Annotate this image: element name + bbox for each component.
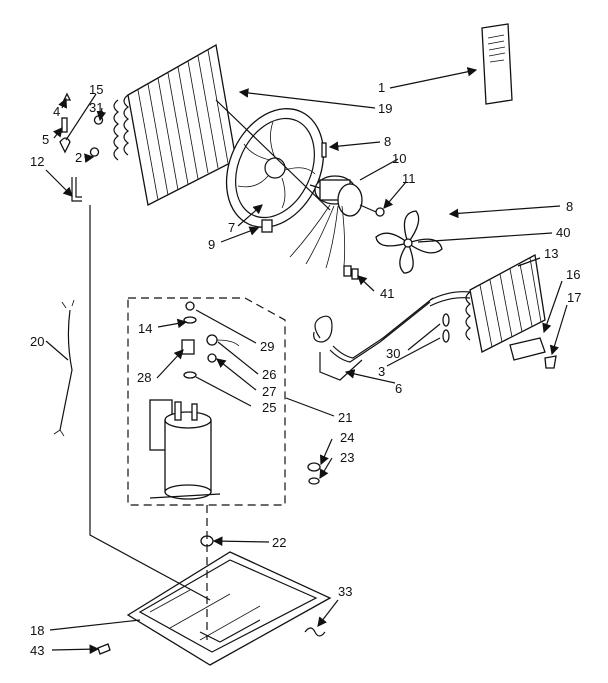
- label-28: 28: [137, 370, 151, 385]
- ring-30: [442, 313, 450, 327]
- label-11: 11: [402, 171, 416, 186]
- label-5: 5: [42, 132, 49, 147]
- label-15: 15: [89, 82, 103, 97]
- label-10: 10: [392, 151, 406, 166]
- motor-nut: [375, 207, 385, 217]
- label-20: 20: [30, 334, 44, 349]
- discharge-tube: [313, 297, 434, 381]
- label-13: 13: [544, 246, 558, 261]
- label-14: 14: [138, 321, 152, 336]
- label-3: 3: [378, 364, 385, 379]
- label-25: 25: [262, 400, 276, 415]
- condenser-coil: [429, 253, 546, 353]
- manual-booklet: [481, 23, 513, 105]
- label-27: 27: [262, 384, 276, 399]
- label-7: 7: [228, 220, 235, 235]
- evaporator-coil: [113, 43, 237, 206]
- base-pan: [126, 551, 332, 666]
- label-19: 19: [378, 101, 392, 116]
- screw-43: [97, 643, 111, 655]
- label-40: 40: [556, 225, 570, 240]
- label-8-lower: 8: [566, 199, 573, 214]
- label-26: 26: [262, 367, 276, 382]
- compressor-small-parts: [181, 301, 240, 379]
- label-9: 9: [208, 237, 215, 252]
- label-6: 6: [395, 381, 402, 396]
- label-16: 16: [566, 267, 580, 282]
- label-24: 24: [340, 430, 354, 445]
- grommet-24: [307, 462, 321, 472]
- washer-23: [308, 477, 320, 485]
- label-22: 22: [272, 535, 286, 550]
- screw-upper: [321, 142, 327, 158]
- condenser-fan-blade: [375, 210, 443, 274]
- label-18: 18: [30, 623, 44, 638]
- label-23: 23: [340, 450, 354, 465]
- label-1: 1: [378, 80, 385, 95]
- label-29: 29: [260, 339, 274, 354]
- label-21: 21: [338, 410, 352, 425]
- label-41: 41: [380, 286, 394, 301]
- fan-motor: [289, 175, 377, 269]
- compressor: [149, 399, 221, 500]
- drain-pieces: [509, 337, 557, 369]
- wire-harness: [53, 299, 75, 437]
- label-8-upper: 8: [384, 134, 391, 149]
- label-4: 4: [53, 104, 60, 119]
- label-2: 2: [75, 150, 82, 165]
- terminal-pieces: [343, 265, 359, 280]
- ring-3: [442, 329, 450, 343]
- leader-lines: [45, 67, 568, 654]
- label-17: 17: [567, 290, 581, 305]
- label-31: 31: [89, 100, 103, 115]
- clip: [261, 219, 273, 233]
- label-43: 43: [30, 643, 44, 658]
- label-12: 12: [30, 154, 44, 169]
- clip-33: [304, 627, 326, 637]
- compressor-group-outline: [127, 297, 286, 506]
- label-30: 30: [386, 346, 400, 361]
- label-33: 33: [338, 584, 352, 599]
